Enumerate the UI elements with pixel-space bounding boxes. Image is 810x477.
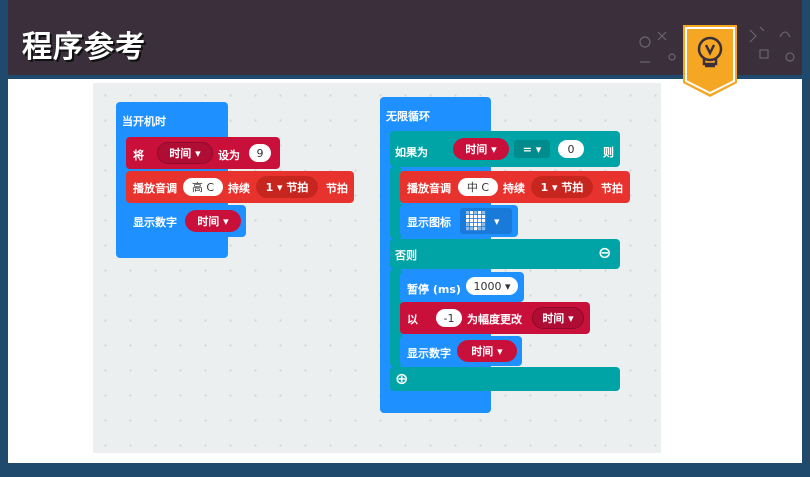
duration-label-2: 持续 <box>503 182 525 195</box>
else-label: 否则 <box>395 249 417 262</box>
else-inner-rail <box>390 269 402 367</box>
beats-dropdown[interactable]: 1 ▾ 节拍 <box>256 176 318 198</box>
icon-dropdown[interactable]: ▾ <box>460 208 512 234</box>
page-title: 程序参考 <box>22 30 146 65</box>
forever-label: 无限循环 <box>386 110 430 123</box>
beats-dropdown-2[interactable]: 1 ▾ 节拍 <box>531 176 593 198</box>
play-tone-label-2: 播放音调 <box>407 182 451 195</box>
show-icon-label: 显示图标 <box>407 216 451 229</box>
pause-label: 暂停 (ms) <box>407 283 461 296</box>
lightbulb-badge <box>683 25 737 97</box>
icon-dropdown-arrow: ▾ <box>494 214 500 228</box>
code-canvas[interactable]: 当开机时 将 时间 ▾ 设为 9 播放音调 高 C 持续 1 ▾ 节拍 节拍 显… <box>93 83 661 453</box>
pause-value-input[interactable]: 1000 ▾ <box>466 277 518 295</box>
frame-right <box>802 0 810 477</box>
frame-bottom <box>0 463 810 477</box>
note-input-2[interactable]: 中 C <box>458 178 498 196</box>
frame-left <box>0 0 8 477</box>
if-variable-pill[interactable]: 时间 ▾ <box>453 138 509 160</box>
then-label: 则 <box>603 146 614 159</box>
change-variable-dropdown[interactable]: 时间 ▾ <box>532 307 584 329</box>
set-label: 将 <box>133 149 144 162</box>
header-panel <box>8 0 802 75</box>
show-variable-pill-2[interactable]: 时间 ▾ <box>457 340 517 362</box>
variable-dropdown[interactable]: 时间 ▾ <box>157 142 213 164</box>
doodle-decoration <box>639 26 795 63</box>
operator-dropdown[interactable]: = ▾ <box>514 140 550 158</box>
set-value-input[interactable]: 9 <box>249 144 271 162</box>
on-start-label: 当开机时 <box>122 115 166 128</box>
else-block[interactable] <box>390 239 620 269</box>
change-value-input[interactable]: -1 <box>436 309 462 327</box>
change-label: 以 <box>407 313 418 326</box>
note-input[interactable]: 高 C <box>183 178 223 196</box>
lightbulb-icon <box>697 36 723 68</box>
show-variable-pill[interactable]: 时间 ▾ <box>185 210 241 232</box>
if-label: 如果为 <box>395 146 428 159</box>
if-footer-block <box>390 367 620 391</box>
show-number-label: 显示数字 <box>133 216 177 229</box>
add-else-icon[interactable]: ⊕ <box>395 369 409 388</box>
play-tone-label: 播放音调 <box>133 182 177 195</box>
set-to-label: 设为 <box>218 149 240 162</box>
if-inner-rail <box>390 167 402 239</box>
beats-tail-label: 节拍 <box>326 182 348 195</box>
beats-tail-label-2: 节拍 <box>601 182 623 195</box>
show-number-label-2: 显示数字 <box>407 347 451 360</box>
remove-else-icon[interactable]: ⊖ <box>598 243 612 262</box>
change-mid-label: 为幅度更改 <box>467 313 522 326</box>
header-divider <box>0 75 810 79</box>
duration-label: 持续 <box>228 182 250 195</box>
compare-value-input[interactable]: 0 <box>558 140 584 158</box>
heart-icon <box>466 211 486 231</box>
